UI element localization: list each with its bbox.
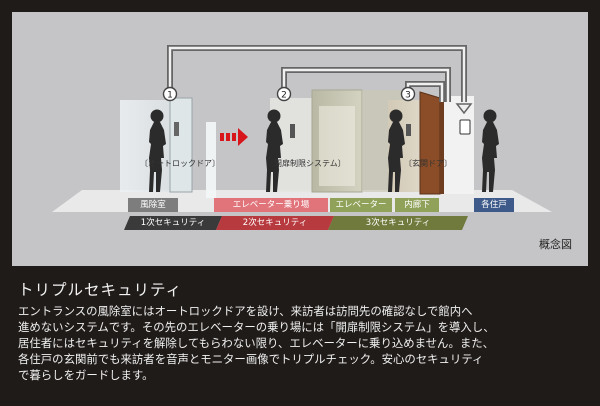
zone-each-unit: 各住戸 — [474, 198, 514, 212]
security-concept-diagram: 1 2 3 〔オートロックドア〕 〔開扉制限システム〕 〔玄関ドア〕 風除室 — [12, 12, 588, 266]
zone-elevator: エレベーター — [330, 198, 392, 212]
auto-lock-door — [169, 97, 193, 193]
svg-text:2: 2 — [281, 91, 287, 101]
security-band-2 — [216, 216, 334, 230]
security-level-3-label: 3次セキュリティ — [365, 218, 431, 228]
concept-diagram-label: 概念図 — [539, 238, 572, 251]
body-line: で暮らしをガードします。 — [18, 368, 154, 382]
auto-lock-door-label: 〔オートロックドア〕 — [140, 159, 220, 168]
svg-text:3: 3 — [405, 91, 411, 101]
entrance-door-label: 〔玄関ドア〕 — [404, 159, 452, 168]
security-level-2-label: 2次セキュリティ — [242, 218, 308, 228]
red-arrow-icon — [220, 128, 248, 146]
step-marker-3: 3 — [400, 86, 416, 102]
body-line: 各住戸の玄関前でも来訪者を音声とモニター画像でトリプルチェック。安心のセキュリテ… — [18, 352, 484, 366]
intercom-panel — [174, 122, 179, 136]
zone-vestibule: 風除室 — [128, 198, 178, 212]
security-band-1 — [124, 216, 222, 230]
step-marker-2: 2 — [276, 86, 292, 102]
security-band-3 — [328, 216, 468, 230]
diagram-illustration: 1 2 3 — [52, 45, 552, 230]
unit-wall — [444, 96, 474, 194]
elevator-call-panel — [290, 124, 295, 138]
zone-elevator-hall: エレベーター乗り場 — [214, 198, 328, 212]
body-line: 居住者にはセキュリティを解除してもらわない限り、エレベーターに乗り込めません。ま… — [18, 336, 495, 350]
resident-silhouette — [482, 109, 499, 192]
entrance-door — [419, 91, 441, 195]
step-marker-1: 1 — [162, 86, 178, 102]
access-control-label: 〔開扉制限システム〕 — [266, 159, 346, 168]
body-line: 進めないシステムです。その先のエレベーターの乗り場には「開扉制限システム」を導入… — [18, 320, 495, 334]
svg-text:1: 1 — [167, 91, 173, 101]
door-intercom — [406, 124, 411, 136]
body-line: エントランスの風除室にはオートロックドアを設け、来訪者は訪問先の確認なしで館内へ — [18, 304, 473, 318]
section-body: エントランスの風除室にはオートロックドアを設け、来訪者は訪問先の確認なしで館内へ… — [18, 303, 588, 383]
section-title: トリプルセキュリティ — [18, 281, 183, 299]
security-level-1-label: 1次セキュリティ — [140, 218, 206, 228]
monitor-icon — [459, 119, 471, 135]
zone-inner-corridor: 内廊下 — [395, 198, 439, 212]
